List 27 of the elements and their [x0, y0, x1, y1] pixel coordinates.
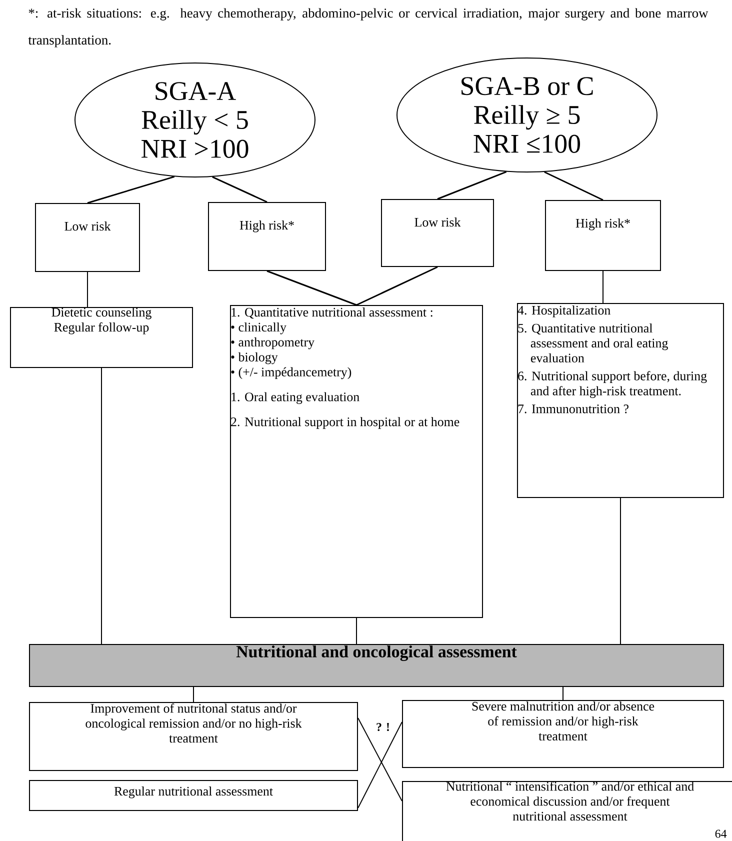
- connector-line: [356, 618, 357, 644]
- connector-line: [356, 266, 438, 306]
- connector-line: [101, 368, 102, 644]
- text-box: High risk*: [545, 200, 661, 271]
- text-box: 1. Quantitative nutritional assessment : • clinically • anthropometry • biology • (+/- impédancemetry) 1. Oral eating evaluation 2. Nutritional support in hospital or at home: [230, 305, 483, 618]
- assessment-band: Nutritional and oncological assessment: [29, 644, 724, 687]
- text-box: Low risk: [35, 203, 140, 272]
- connector-line: [193, 686, 194, 702]
- text-box: Improvement of nutritonal status and/or oncological remission and/or no high-risk treatment: [29, 702, 358, 771]
- connector-line: [544, 171, 604, 201]
- text-box: Low risk: [381, 199, 494, 267]
- page-number: 64: [714, 828, 728, 839]
- text-box: Severe malnutrition and/or absence of remission and/or high-risk treatment: [402, 700, 724, 768]
- footnote: *: at-risk situations: e.g. heavy chemotherapy, abdomino-pelvic or cervical irradiation, major surgery and bone marrow transplantation.: [28, 8, 708, 48]
- text-box: 4. Hospitalization 5. Quantitative nutritional assessment and oral eating evaluation 6. Nutritional support before, during and after high-risk treatment. 7. Immunonutrition ?: [517, 303, 724, 498]
- connector-line: [620, 498, 621, 644]
- text-box: Regular nutritional assessment: [29, 780, 358, 811]
- connector-line: [87, 272, 88, 308]
- connector-line: [266, 270, 357, 306]
- text-box: High risk*: [208, 202, 326, 271]
- connector-line: [87, 176, 175, 204]
- connector-line: [562, 686, 564, 700]
- connector-line: [212, 176, 268, 203]
- cross-label: ? !: [376, 722, 389, 732]
- connector-line: [602, 270, 604, 304]
- connector-line: [437, 171, 507, 200]
- text-box: Dietetic counseling Regular follow-up: [10, 307, 193, 368]
